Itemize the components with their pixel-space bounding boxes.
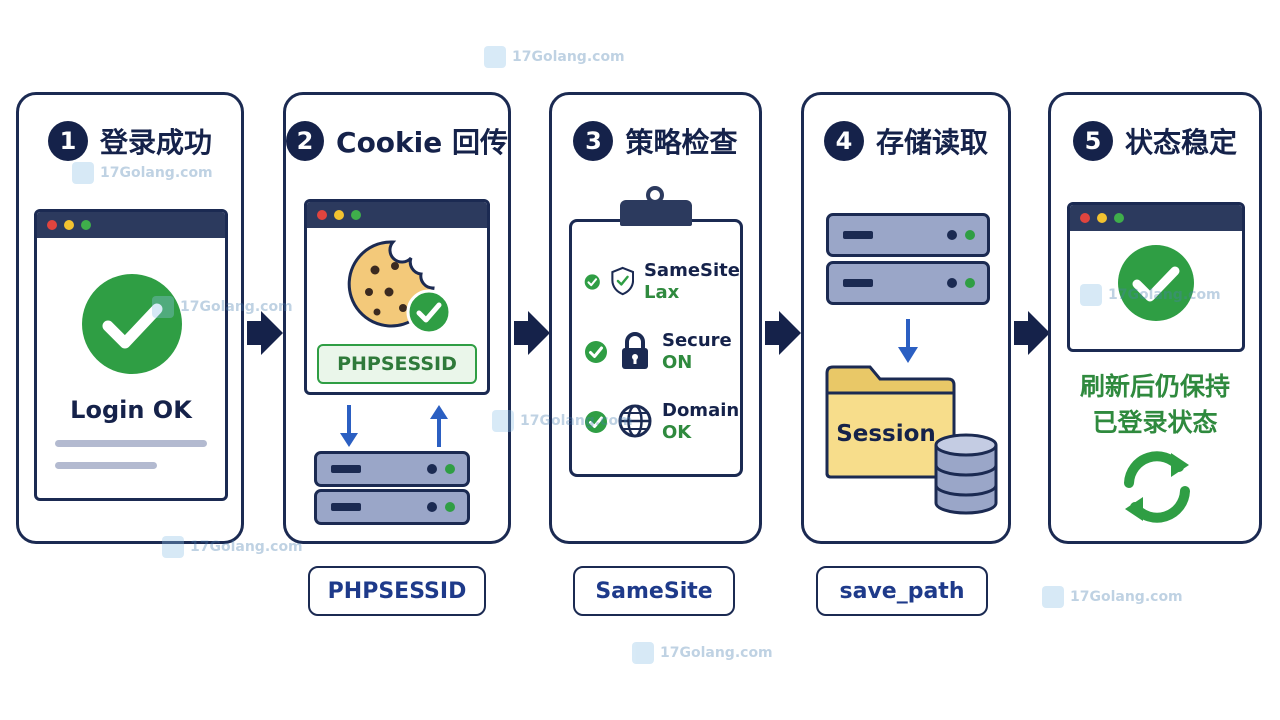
clipboard-clip-ring	[646, 186, 664, 204]
step-title: Cookie 回传	[336, 126, 508, 159]
close-dot-icon	[1080, 213, 1090, 223]
check-name: Domain	[662, 400, 740, 421]
minimize-dot-icon	[334, 210, 344, 220]
watermark: 17Golang.com	[72, 162, 213, 184]
check-circle-icon	[584, 274, 600, 290]
watermark-logo-icon	[492, 410, 514, 432]
success-check-icon	[1118, 245, 1194, 321]
watermark: 17Golang.com	[162, 536, 303, 558]
text-line-placeholder	[55, 462, 157, 469]
step-4-header: 4 存储读取	[804, 121, 1008, 161]
check-name: Secure	[662, 330, 732, 351]
step-title: 状态稳定	[1124, 126, 1237, 159]
watermark-logo-icon	[152, 296, 174, 318]
down-arrow-icon	[898, 319, 918, 363]
save-path-label: save_path	[816, 566, 988, 616]
cookie-icon	[347, 240, 452, 335]
minimize-dot-icon	[1097, 213, 1107, 223]
step-title: 存储读取	[875, 126, 988, 159]
globe-icon	[618, 404, 652, 438]
check-value: ON	[662, 352, 693, 373]
browser-window	[1067, 202, 1245, 352]
maximize-dot-icon	[351, 210, 361, 220]
step-5-panel: 5 状态稳定 刷新后仍保持 已登录状态	[1048, 92, 1262, 544]
step-number: 3	[573, 121, 614, 161]
maximize-dot-icon	[1114, 213, 1124, 223]
check-circle-icon	[585, 341, 607, 363]
step-number: 4	[823, 121, 864, 161]
watermark: 17Golang.com	[1080, 284, 1221, 306]
status-caption-line1: 刷新后仍保持	[1079, 372, 1230, 401]
browser-titlebar	[37, 212, 225, 238]
step-1-panel: 1 登录成功 Login OK	[16, 92, 244, 544]
watermark-logo-icon	[632, 642, 654, 664]
watermark-logo-icon	[484, 46, 506, 68]
watermark: 17Golang.com	[492, 410, 633, 432]
step-5-header: 5 状态稳定	[1051, 121, 1259, 161]
step-2-header: 2 Cookie 回传	[286, 121, 508, 161]
text-line-placeholder	[55, 440, 207, 447]
maximize-dot-icon	[81, 220, 91, 230]
server-unit-icon	[826, 261, 990, 305]
step-title: 登录成功	[99, 126, 212, 159]
shield-icon	[610, 266, 634, 296]
step-number: 2	[286, 121, 325, 161]
step-title: 策略检查	[625, 126, 738, 159]
check-name: SameSite	[643, 260, 740, 281]
server-unit-icon	[826, 213, 990, 257]
lock-icon	[622, 332, 648, 369]
server-unit-icon	[314, 489, 470, 525]
watermark: 17Golang.com	[632, 642, 773, 664]
status-caption-line2: 已登录状态	[1092, 408, 1218, 437]
folder-label: Session	[836, 421, 936, 447]
samesite-label: SameSite	[573, 566, 735, 616]
watermark-logo-icon	[162, 536, 184, 558]
watermark-logo-icon	[1042, 586, 1064, 608]
down-arrow-icon	[340, 405, 358, 447]
check-value: OK	[662, 422, 692, 443]
clipboard-clip	[620, 200, 692, 226]
step-number: 1	[47, 121, 88, 161]
step-number: 5	[1072, 121, 1113, 161]
check-circle-icon	[585, 411, 607, 433]
watermark: 17Golang.com	[1042, 586, 1183, 608]
watermark-logo-icon	[72, 162, 94, 184]
close-dot-icon	[47, 220, 57, 230]
up-arrow-icon	[430, 405, 448, 447]
server-unit-icon	[314, 451, 470, 487]
step-4-panel: 4 存储读取 Session	[801, 92, 1011, 544]
success-check-icon	[82, 274, 182, 374]
step-3-header: 3 策略检查	[552, 121, 759, 161]
cookie-name-badge: PHPSESSID	[317, 344, 477, 384]
browser-window: PHPSESSID	[304, 199, 490, 395]
browser-titlebar	[307, 202, 487, 228]
login-caption: Login OK	[70, 396, 192, 424]
phpsessid-label: PHPSESSID	[308, 566, 486, 616]
watermark: 17Golang.com	[484, 46, 625, 68]
database-icon	[934, 433, 998, 515]
close-dot-icon	[317, 210, 327, 220]
step-1-header: 1 登录成功	[19, 121, 241, 161]
refresh-icon	[1124, 451, 1190, 523]
check-value: Lax	[643, 282, 680, 303]
folder-icon	[825, 365, 956, 479]
watermark: 17Golang.com	[152, 296, 293, 318]
minimize-dot-icon	[64, 220, 74, 230]
browser-window: Login OK	[34, 209, 228, 501]
watermark-logo-icon	[1080, 284, 1102, 306]
browser-titlebar	[1070, 205, 1242, 231]
step-2-panel: 2 Cookie 回传 PHPSESSID	[283, 92, 511, 544]
